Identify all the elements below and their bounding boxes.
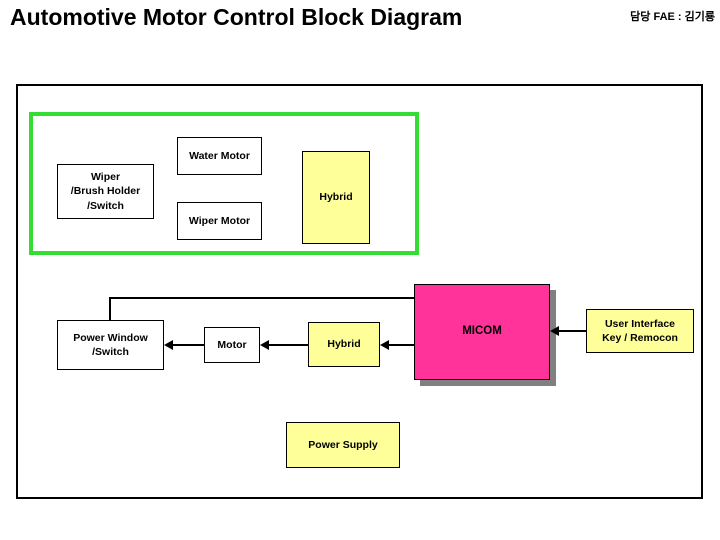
- arrowhead-into-hybrid-window: [380, 340, 389, 350]
- block-hybrid-wiper[interactable]: Hybrid: [302, 151, 370, 244]
- block-label: Water Motor: [189, 149, 250, 162]
- diagram-frame: Wiper /Brush Holder /Switch Water Motor …: [16, 84, 703, 499]
- block-label: Wiper Motor: [188, 214, 251, 227]
- block-hybrid-window[interactable]: Hybrid: [308, 322, 380, 367]
- connector-hybrid-to-motor: [269, 344, 308, 346]
- connector-motor-to-power-window: [173, 344, 204, 346]
- connector-power-window-to-micom-vertical: [109, 297, 111, 322]
- block-micom[interactable]: MICOM: [414, 284, 550, 380]
- block-label: MICOM: [462, 325, 502, 338]
- block-wiper-motor[interactable]: Wiper Motor: [177, 202, 262, 240]
- block-user-interface[interactable]: User Interface Key / Remocon: [586, 309, 694, 353]
- arrowhead-into-motor: [260, 340, 269, 350]
- connector-user-interface-to-micom: [559, 330, 586, 332]
- block-label: Hybrid: [327, 338, 361, 351]
- block-water-motor[interactable]: Water Motor: [177, 137, 262, 175]
- block-label: Hybrid: [319, 191, 353, 204]
- block-power-window-switch[interactable]: Power Window /Switch: [57, 320, 164, 370]
- block-motor[interactable]: Motor: [204, 327, 260, 363]
- arrowhead-into-power-window: [164, 340, 173, 350]
- arrowhead-into-micom-right: [550, 326, 559, 336]
- block-label: Power Supply: [308, 438, 378, 451]
- page-title: Automotive Motor Control Block Diagram: [10, 4, 463, 30]
- block-power-supply[interactable]: Power Supply: [286, 422, 400, 468]
- block-wiper-brush-holder-switch[interactable]: Wiper /Brush Holder /Switch: [57, 164, 154, 219]
- block-label: User Interface Key / Remocon: [602, 317, 678, 344]
- connector-power-window-to-micom-horizontal: [109, 297, 419, 299]
- block-label: Power Window /Switch: [73, 331, 148, 358]
- block-label: Wiper /Brush Holder /Switch: [70, 171, 141, 212]
- block-label: Motor: [217, 338, 247, 351]
- author-note: 담당 FAE : 김기룡: [630, 11, 715, 23]
- connector-micom-to-hybrid: [389, 344, 414, 346]
